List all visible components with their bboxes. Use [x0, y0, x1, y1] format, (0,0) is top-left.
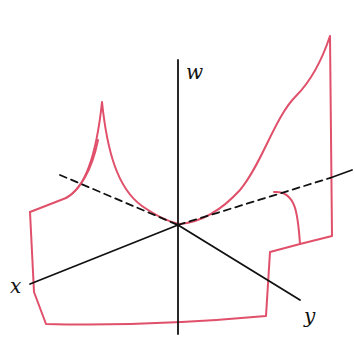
y-axis-dashed — [60, 175, 178, 225]
surface-edge — [274, 192, 300, 244]
w-axis — [177, 60, 179, 334]
surface-edge — [30, 36, 332, 244]
x-axis — [30, 225, 178, 284]
x-axis — [330, 170, 352, 178]
axis-label: w — [186, 62, 203, 82]
y-axis — [178, 225, 300, 300]
x-axis-dashed — [178, 178, 330, 225]
axis-label: y — [304, 306, 315, 326]
surface-edge — [30, 212, 300, 325]
axis-label: x — [10, 276, 21, 296]
